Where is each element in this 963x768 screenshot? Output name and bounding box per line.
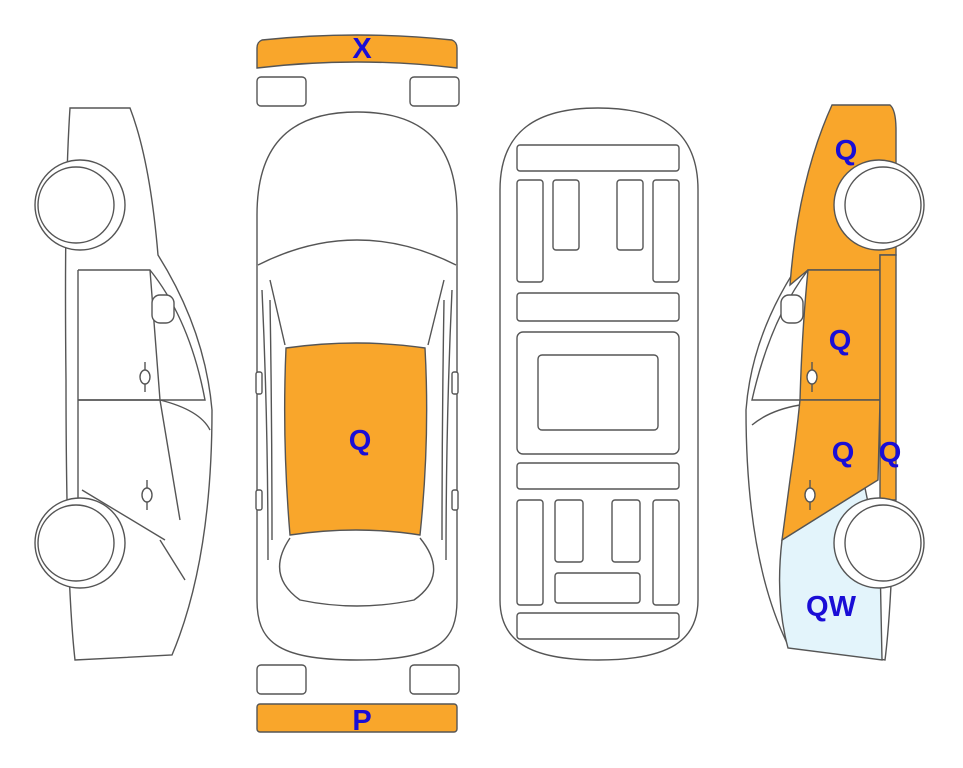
top-view-right-mirror: [451, 371, 459, 395]
right-side-mirror: [780, 294, 804, 324]
left-front-wheel: [37, 166, 115, 244]
rear-left-light: [256, 664, 307, 695]
left-side-window-line: [78, 269, 206, 401]
right-front-door-label: Q: [829, 325, 852, 357]
top-view-windshield: [257, 239, 457, 266]
top-view-left-handle: [255, 489, 263, 511]
right-rear-door-handle: [804, 480, 816, 510]
underbody-panel: [611, 499, 641, 563]
left-front-door-handle: [139, 362, 151, 392]
right-rear-wheel: [844, 504, 922, 582]
top-view-right-handle: [451, 489, 459, 511]
underbody-panel: [516, 462, 680, 490]
left-rear-door-handle: [141, 480, 153, 510]
rear-bumper-panel: [256, 703, 458, 733]
front-bumper-label: X: [352, 33, 372, 65]
underbody-panel: [554, 499, 584, 563]
rear-bumper-label: P: [352, 705, 371, 737]
underbody-view: [499, 107, 699, 661]
roof-label: Q: [349, 425, 372, 457]
front-bumper-panel: [256, 34, 458, 69]
rear-right-light: [409, 664, 460, 695]
underbody-panel: [554, 572, 641, 604]
front-left-light: [256, 76, 307, 107]
top-view: X Q P: [255, 33, 460, 737]
right-side-window-line: [751, 269, 809, 426]
underbody-panel: [552, 179, 580, 251]
underbody-panel: [652, 179, 680, 283]
top-view-rear-window: [278, 537, 435, 607]
right-rocker-label: Q: [879, 437, 902, 469]
top-view-side-right: [441, 289, 453, 561]
underbody-panel: [652, 499, 680, 606]
right-side-view: Q Q Q Q QW: [745, 104, 925, 661]
top-view-hood-line: [269, 279, 445, 346]
left-side-mirror: [151, 294, 175, 324]
right-rear-door-panel: [781, 399, 881, 542]
top-view-left-mirror: [255, 371, 263, 395]
right-rear-quarter-label: QW: [806, 591, 857, 623]
right-front-fender-label: Q: [835, 135, 858, 167]
underbody-panel: [537, 354, 659, 431]
underbody-panel: [516, 499, 544, 606]
underbody-panel: [516, 612, 680, 640]
left-side-view: [34, 107, 213, 661]
underbody-panel: [616, 179, 644, 251]
left-side-lower-line: [81, 489, 186, 581]
left-rear-wheel: [37, 504, 115, 582]
front-right-light: [409, 76, 460, 107]
underbody-panel: [516, 292, 680, 322]
left-side-door-lines: [77, 269, 211, 545]
right-front-door-handle: [806, 362, 818, 392]
right-rear-door-label: Q: [832, 437, 855, 469]
underbody-panel: [516, 144, 680, 172]
roof-panel: [283, 342, 428, 536]
right-rocker-panel: [879, 254, 897, 501]
underbody-panel: [516, 179, 544, 283]
right-front-wheel: [844, 166, 922, 244]
top-view-side-left: [261, 289, 273, 561]
